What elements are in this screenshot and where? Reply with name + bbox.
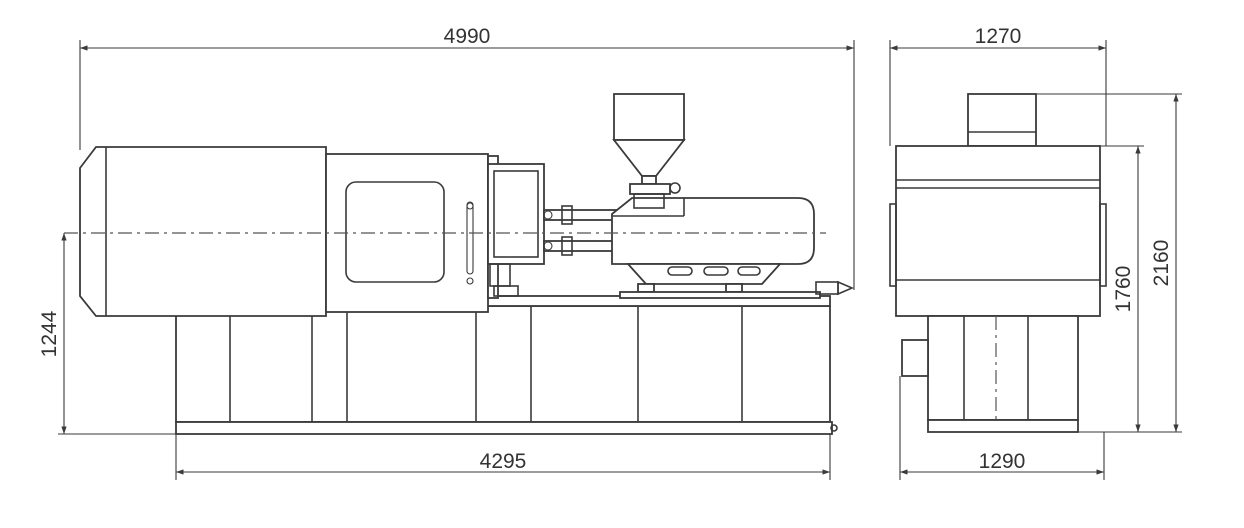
side-base-frame [175, 295, 838, 435]
dim-label-top-width: 1270 [975, 25, 1022, 48]
dimension-center-height: 1244 [38, 233, 176, 435]
front-body [889, 145, 1107, 317]
dim-label-base-length: 4295 [480, 450, 527, 473]
front-hopper [967, 93, 1037, 147]
dim-label-center-height: 1244 [38, 310, 61, 357]
dimension-body-height: 1760 [1078, 145, 1182, 433]
mould-platen [487, 163, 545, 297]
front-view [889, 93, 1107, 433]
dim-label-base-width: 1290 [979, 450, 1026, 473]
dim-label-total-height: 2160 [1150, 240, 1173, 287]
dim-label-body-height: 1760 [1112, 266, 1135, 313]
dimension-total-height: 2160 [1036, 93, 1182, 432]
injection-barrel [611, 197, 815, 265]
clamp-housing [79, 146, 327, 317]
hopper [612, 93, 686, 209]
tie-bars [543, 205, 621, 256]
dimension-overall-length: 4990 [79, 25, 855, 290]
dimension-base-width: 1290 [899, 376, 1105, 480]
injection-carriage [619, 263, 855, 299]
front-base [901, 315, 1079, 433]
dimension-top-width: 1270 [889, 25, 1107, 146]
side-view [64, 93, 855, 435]
dim-label-overall-length: 4990 [444, 25, 491, 48]
dimension-base-length: 4295 [175, 434, 831, 480]
